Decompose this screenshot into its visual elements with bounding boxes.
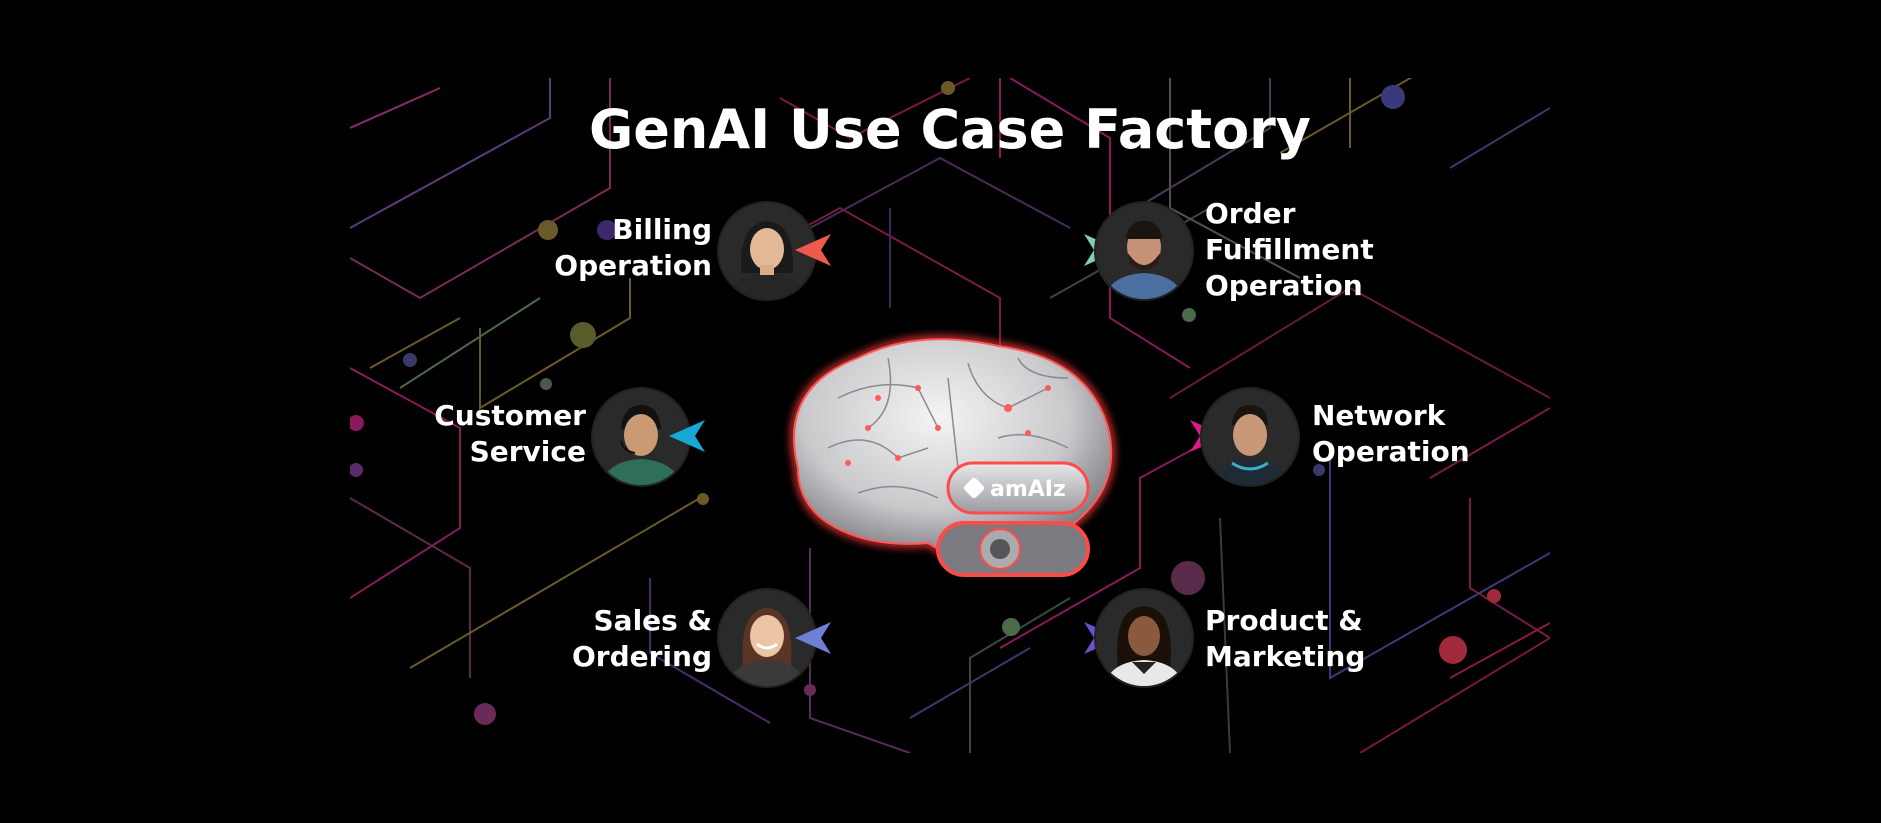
use-case-label-sales-ordering: Sales &Ordering — [571, 604, 712, 673]
arrow-sales-ordering — [795, 622, 831, 654]
page-title: GenAI Use Case Factory — [588, 98, 1312, 161]
arrow-billing — [795, 234, 831, 266]
avatar-order-fulfillment — [1096, 203, 1192, 299]
use-case-label-product-marketing: Product &Marketing — [1205, 604, 1366, 673]
arrow-customer-service — [669, 420, 705, 452]
avatar-product-marketing — [1096, 590, 1192, 686]
avatar-network — [1202, 389, 1298, 485]
brain-badge-text: amAIz — [990, 477, 1066, 502]
brain-illustration: amAIz — [790, 335, 1116, 577]
